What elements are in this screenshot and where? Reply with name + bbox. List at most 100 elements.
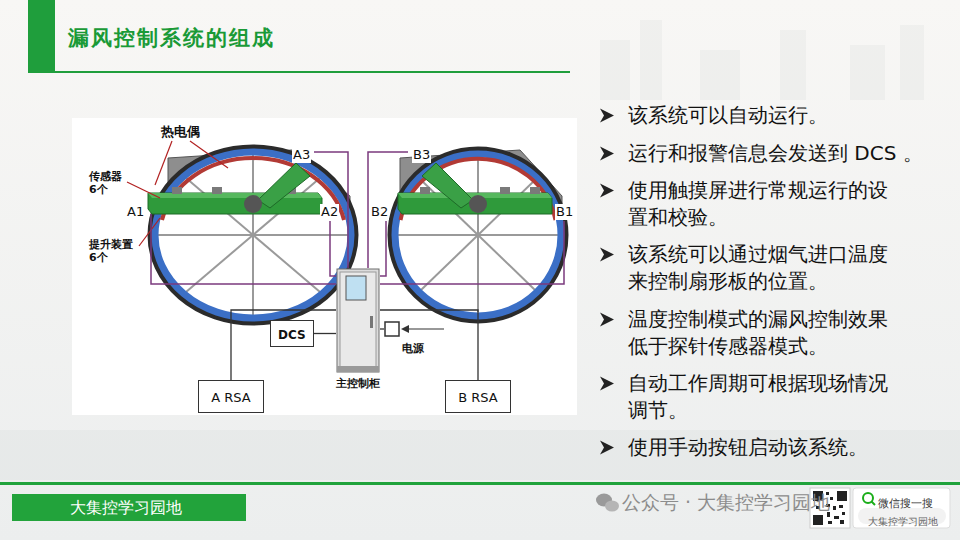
qr-code: [828, 521, 832, 524]
qr-code: [840, 520, 844, 524]
background: [850, 45, 885, 100]
label-anchor: 热电偶: [160, 121, 201, 140]
leader-line: [127, 141, 228, 246]
air-preheater-a: [158, 155, 348, 315]
leader-line: [139, 218, 160, 246]
bullet-text: 该系统可以自动运行。: [628, 102, 828, 129]
slide-title: 漏风控制系统的组成: [68, 26, 275, 50]
node-label: B RSA: [458, 390, 497, 405]
signal-wire: [380, 221, 386, 276]
label-anchor: 微信搜一搜: [878, 492, 933, 511]
power-square: [384, 321, 400, 337]
dcs-box: DCS: [270, 320, 314, 347]
air-preheater-b: [398, 234, 478, 236]
background: [780, 30, 806, 100]
qr-code: [833, 506, 836, 510]
bullet-arrow: [600, 248, 614, 262]
qr-code: [830, 497, 833, 500]
air-preheater-a: [244, 195, 262, 213]
bullet-text: 运行和报警信息会发送到 DCS 。: [628, 140, 923, 167]
bullet-arrow: [600, 184, 614, 198]
air-preheater-a: [252, 235, 254, 315]
rsa-box: A RSA: [198, 380, 264, 413]
touch-screen: [346, 276, 366, 300]
air-preheater-b: [500, 187, 510, 194]
rsa-box: B RSA: [445, 380, 511, 413]
wechat-icon: [596, 494, 619, 512]
search-widget: [872, 502, 876, 506]
wechat-icon: [605, 501, 619, 512]
footer-text: 大集控学习园地: [70, 498, 182, 517]
port-label: A1: [126, 204, 145, 220]
background: [0, 430, 960, 480]
label-anchor: 提升装置 6个: [88, 238, 136, 265]
port-label: A2: [320, 204, 339, 220]
label-anchor: B2: [370, 201, 389, 220]
port-label: B3: [412, 147, 431, 163]
cable-line: [231, 310, 336, 380]
node-label: 电源: [402, 321, 440, 356]
air-preheater-b: [422, 163, 473, 208]
label-anchor: A1: [126, 201, 145, 220]
search-widget: [853, 488, 950, 528]
bullet-arrow: [600, 147, 614, 161]
air-preheater-b: [390, 149, 566, 321]
bullet-arrow: [600, 313, 614, 327]
label-anchor: 自动工作周期可根据现场情况调节。: [628, 370, 900, 424]
background: [700, 50, 740, 100]
air-preheater-b: [469, 195, 487, 213]
air-preheater-b: [477, 235, 479, 312]
control-cabinet: 主控制柜: [326, 268, 390, 391]
air-preheater-a: [172, 187, 182, 194]
node-label: 主控制柜: [326, 376, 390, 391]
cable-line: [314, 333, 336, 334]
air-preheater-b: [478, 234, 558, 236]
cabinet-body: [337, 269, 379, 372]
signal-wire: [151, 214, 336, 284]
air-preheater-a: [258, 163, 310, 208]
search-widget: [853, 488, 950, 528]
label-anchor: 温度控制模式的漏风控制效果低于探针传感器模式。: [628, 306, 900, 360]
watermark: 大集控学习园地: [868, 516, 938, 528]
label-anchor: A3: [292, 144, 311, 163]
air-preheater-b: [395, 154, 561, 316]
air-preheater-b: [478, 235, 535, 290]
node-label: A RSA: [211, 390, 250, 405]
signal-wire: [330, 221, 336, 276]
part-label: 传感器 6个: [88, 170, 124, 196]
bullet-arrow: [600, 109, 614, 123]
air-preheater-b: [398, 193, 552, 214]
bullet-text: 温度控制模式的漏风控制效果低于探针传感器模式。: [628, 306, 900, 360]
power-socket: 电源: [384, 321, 440, 361]
air-preheater-b: [390, 149, 566, 321]
label-anchor: 该系统可以通过烟气进口温度来控制扇形板的位置。: [628, 241, 900, 295]
label-anchor: 公众号 · 大集控学习园地: [622, 491, 830, 514]
title-bar: [55, 71, 570, 73]
bullet-text: 自动工作周期可根据现场情况调节。: [628, 370, 900, 424]
cabinet-shape: [336, 268, 380, 373]
title-bar: [28, 0, 55, 73]
title-bar: [28, 0, 570, 73]
air-preheater-b: [398, 158, 558, 312]
air-preheater-a: [148, 147, 356, 323]
cabinet-base: [337, 366, 379, 372]
qr-code: [813, 515, 823, 525]
label-anchor: 大集控学习园地: [868, 510, 938, 529]
port-label: B2: [370, 204, 389, 220]
power-feed-arrow: [401, 325, 444, 333]
title-anchor: 漏风控制系统的组成: [68, 24, 275, 52]
air-preheater-a: [158, 234, 253, 236]
label-anchor: 使用触摸屏进行常规运行的设置和校验。: [628, 177, 900, 231]
leader-line: [155, 141, 172, 185]
cable-line: [380, 310, 478, 380]
power-feed-arrow: [401, 325, 409, 333]
air-preheater-a: [150, 147, 356, 323]
signal-wire: [380, 221, 564, 284]
label-anchor: 运行和报警信息会发送到 DCS 。: [628, 140, 923, 167]
air-preheater-a: [212, 187, 222, 194]
background: [640, 20, 662, 100]
background: [0, 20, 960, 480]
watermark: 微信搜一搜: [878, 497, 933, 510]
air-preheater-b: [420, 187, 430, 194]
